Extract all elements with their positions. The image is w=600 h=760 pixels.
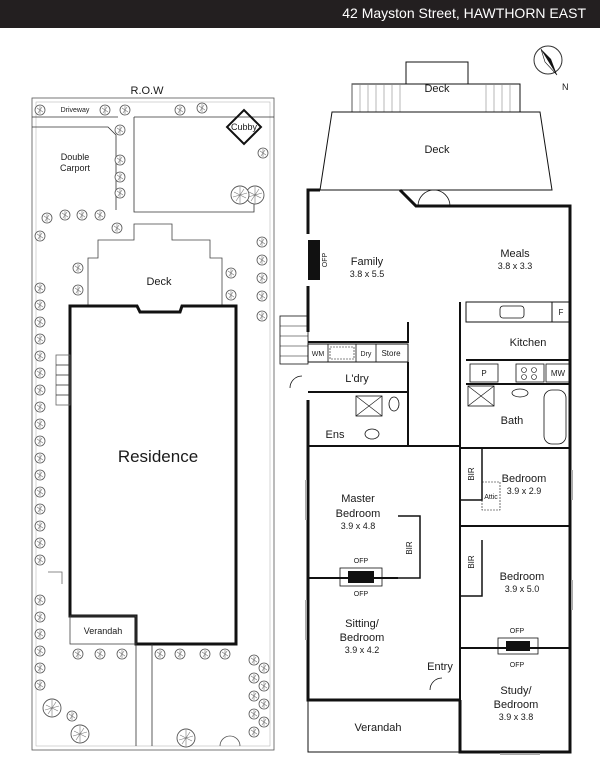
master-ofp-bottom: OFP — [354, 591, 369, 598]
kitchen-label: Kitchen — [510, 337, 547, 349]
cubby-label: Cubby — [231, 122, 258, 132]
kitchen-bench — [465, 301, 553, 323]
bedroom1-dims: 3.9 x 2.9 — [507, 486, 542, 496]
main-deck — [319, 111, 553, 191]
family-dims: 3.8 x 5.5 — [350, 269, 385, 279]
carport-label-2: Carport — [60, 163, 91, 173]
bedroom2-label: Bedroom — [500, 571, 545, 583]
study-label-2: Bedroom — [494, 699, 539, 711]
residence-label: Residence — [118, 447, 198, 466]
study-ofp-top: OFP — [510, 628, 525, 635]
mw-label: MW — [551, 369, 566, 378]
bedroom1-bir-label: BIR — [467, 467, 476, 481]
top-deck — [405, 61, 469, 85]
bath-label: Bath — [501, 415, 524, 427]
cubby — [225, 108, 263, 146]
family-ofp-label: OFP — [322, 252, 329, 267]
master-ofp-top: OFP — [354, 558, 369, 565]
attic-label: Attic — [484, 494, 498, 501]
wm-label: WM — [312, 351, 325, 358]
store-label: Store — [381, 349, 401, 358]
floor-plan-walls — [279, 61, 573, 755]
master-bir-label: BIR — [405, 541, 414, 555]
residence-outline — [68, 304, 238, 646]
pantry-label: P — [481, 369, 486, 378]
laundry-label: L'dry — [345, 373, 369, 385]
master-dims: 3.9 x 4.8 — [341, 521, 376, 531]
address-title: 42 Mayston Street, HAWTHORN EAST — [342, 5, 586, 21]
bedroom2-bir-label: BIR — [467, 555, 476, 569]
entry-label: Entry — [427, 661, 453, 673]
dry-label: Dry — [361, 351, 372, 358]
meals-label: Meals — [500, 248, 530, 260]
site-deck-label: Deck — [146, 276, 172, 288]
row-label: R.O.W — [131, 85, 165, 97]
fridge-label: F — [559, 308, 564, 317]
site-verandah — [69, 615, 137, 645]
bedroom1-label: Bedroom — [502, 473, 547, 485]
north-label: N — [562, 82, 569, 92]
study-ofp-bottom: OFP — [510, 662, 525, 669]
study-dims: 3.9 x 3.8 — [499, 712, 534, 722]
sitting-label-2: Bedroom — [340, 632, 385, 644]
header-bar: 42 Mayston Street, HAWTHORN EAST — [0, 0, 600, 28]
family-label: Family — [351, 256, 384, 268]
site-verandah-label: Verandah — [84, 626, 123, 636]
sitting-label-1: Sitting/ — [345, 618, 380, 630]
north-compass: N — [533, 45, 569, 92]
driveway-label: Driveway — [61, 107, 90, 114]
verandah-label: Verandah — [354, 722, 401, 734]
site-deck — [87, 223, 223, 306]
meals-dims: 3.8 x 3.3 — [498, 261, 533, 271]
site-boundary — [31, 97, 275, 751]
carport-label-1: Double — [61, 152, 90, 162]
bedroom2-dims: 3.9 x 5.0 — [505, 584, 540, 594]
main-deck-label: Deck — [424, 144, 450, 156]
master-label-2: Bedroom — [336, 508, 381, 520]
site-plan — [31, 97, 275, 751]
master-label-1: Master — [341, 493, 375, 505]
ensuite-label: Ens — [326, 429, 345, 441]
sitting-dims: 3.9 x 4.2 — [345, 645, 380, 655]
top-deck-label: Deck — [424, 83, 450, 95]
study-label-1: Study/ — [500, 685, 532, 697]
